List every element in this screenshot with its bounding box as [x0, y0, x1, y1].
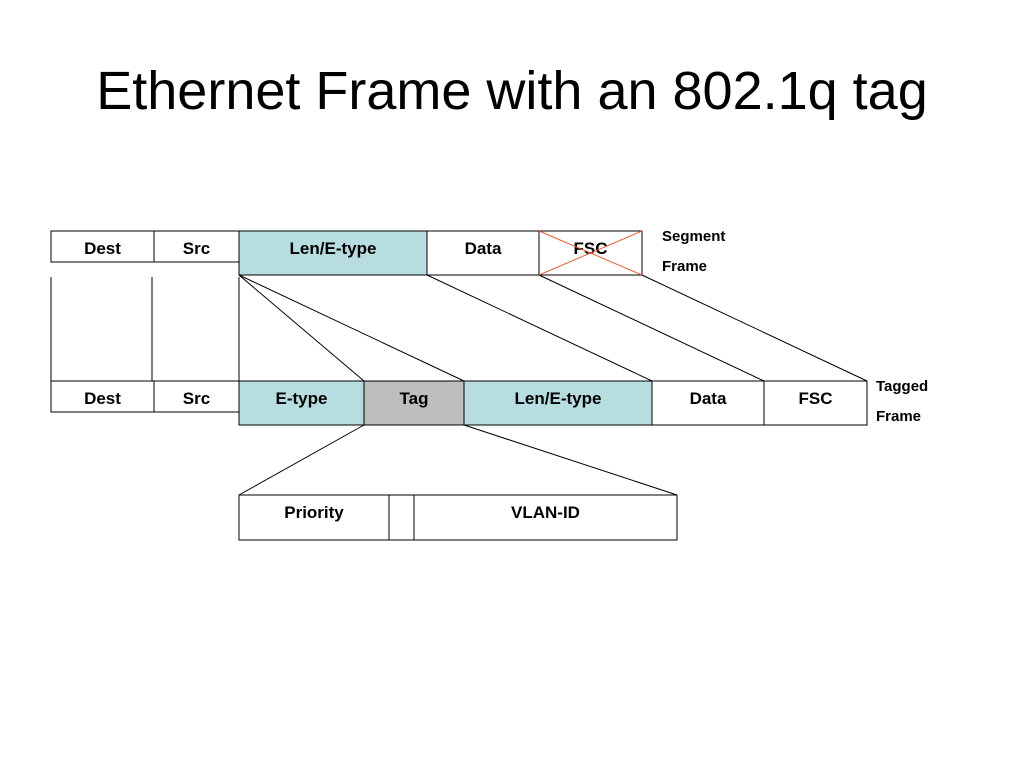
segment-field-fsc-4-cross-line-b: [538, 230, 643, 276]
segment-field-len-e-type-2-box: [238, 230, 428, 276]
connector-line-8: [238, 424, 365, 496]
tagged-frame-row: Dest Src E-type Tag Len/E-type Data FSC: [50, 380, 868, 426]
tag-detail-field-vlan-id-2-box: [413, 494, 678, 541]
tag-detail-field-priority-0-label: Priority: [284, 503, 344, 522]
tagged-field-e-type-2-box: [238, 380, 365, 426]
tagged-field-src-1-label: Src: [183, 389, 210, 408]
tagged-field-fsc-6-label: FSC: [799, 389, 833, 408]
connector-line-6: [538, 274, 765, 382]
connector-line-7: [641, 274, 868, 382]
tagged-field-data-5-box: [651, 380, 765, 426]
tagged-field-tag-3-box: [363, 380, 465, 426]
segment-frame-label-line2: Frame: [662, 258, 707, 275]
tagged-field-dest-0-label: Dest: [84, 389, 121, 408]
connector-lines: [50, 274, 868, 496]
connector-line-4: [238, 274, 465, 382]
segment-field-data-3-label: Data: [465, 239, 502, 258]
tagged-field-fsc-6-box: [763, 380, 868, 426]
tagged-field-dest-0-box: [50, 380, 155, 413]
tagged-field-e-type-2-label: E-type: [276, 389, 328, 408]
segment-frame-row: Dest Src Len/E-type Data FSC: [50, 230, 643, 276]
tagged-field-data-5-label: Data: [690, 389, 727, 408]
tag-detail-field-priority-0-box: [238, 494, 390, 541]
connector-line-5: [426, 274, 653, 382]
tagged-field-tag-3-label: Tag: [400, 389, 429, 408]
segment-field-len-e-type-2-label: Len/E-type: [290, 239, 377, 258]
tag-detail-row: Priority VLAN-ID: [238, 494, 678, 541]
segment-field-dest-0-label: Dest: [84, 239, 121, 258]
segment-field-fsc-4-label: FSC: [574, 239, 608, 258]
segment-field-data-3-box: [426, 230, 540, 276]
slide-title: Ethernet Frame with an 802.1q tag: [96, 61, 928, 121]
segment-field-src-1-box: [153, 230, 240, 263]
connector-line-9: [463, 424, 678, 496]
segment-frame-label-line1: Segment: [662, 228, 725, 245]
tagged-frame-label-line2: Frame: [876, 408, 921, 425]
tagged-field-src-1-box: [153, 380, 240, 413]
tagged-field-len-e-type-4-box: [463, 380, 653, 426]
tagged-field-len-e-type-4-label: Len/E-type: [515, 389, 602, 408]
segment-field-src-1-label: Src: [183, 239, 210, 258]
tag-detail-field-vlan-id-2-label: VLAN-ID: [511, 503, 580, 522]
tagged-frame-label-line1: Tagged: [876, 378, 928, 395]
tag-detail-field-blank-1-box: [388, 494, 415, 541]
connector-line-3: [238, 274, 365, 382]
